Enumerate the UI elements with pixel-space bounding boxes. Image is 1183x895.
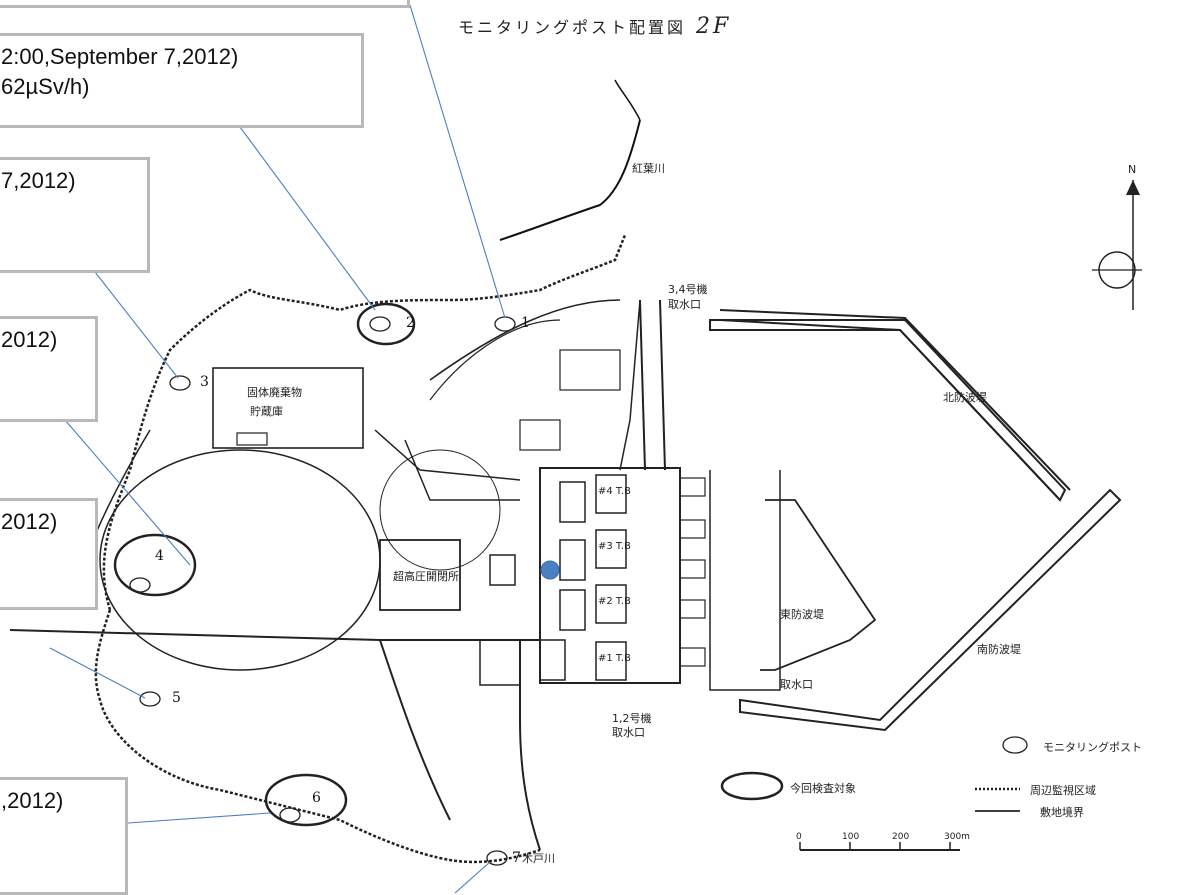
south-breakwater-shape <box>739 488 1122 732</box>
label-intake-34: 3,4号機 <box>668 283 708 296</box>
legend-boundary-label: 敷地境界 <box>1040 806 1084 819</box>
post-number-3: 3 <box>200 374 209 390</box>
main-road <box>639 299 1071 501</box>
scale-tick-300: 300m <box>944 832 970 842</box>
label-switchyard: 超高圧開閉所 <box>393 570 459 583</box>
north-arrow <box>1092 180 1142 310</box>
callout-5-line-1: ,2012) <box>1 788 64 813</box>
map-title: モニタリングポスト配置図 2F <box>458 14 731 39</box>
label-waste-storage: 固体廃棄物 <box>247 386 302 399</box>
callout-3-line-1: 2012) <box>1 327 58 352</box>
legend-protected-area-label: 周辺監視区域 <box>1030 784 1096 797</box>
scale-tick-100: 100 <box>842 832 860 842</box>
callout-2-line-1: 7,2012) <box>1 168 76 193</box>
callout-1-line-1: 2:00,September 7,2012) <box>1 44 239 69</box>
callout-top-strip <box>0 0 410 8</box>
site-coastline <box>94 234 627 864</box>
leader-lines <box>49 4 506 893</box>
scale-tick-0: 0 <box>796 832 802 842</box>
callout-box-4: 2012) <box>0 498 98 610</box>
legend-post-label: モニタリングポスト <box>1043 741 1142 754</box>
post-number-1: 1 <box>521 315 530 331</box>
callout-box-1: 2:00,September 7,2012) 62µSv/h) <box>0 33 364 128</box>
label-south-breakwater: 南防波堤 <box>977 643 1021 656</box>
legend-target-label: 今回検査対象 <box>790 782 856 795</box>
target-circle-2 <box>356 302 416 346</box>
label-water-intake: 取水口 <box>780 678 813 691</box>
label-intake-12: 1,2号機 <box>612 712 652 725</box>
callout-box-2: 7,2012) <box>0 157 150 273</box>
callout-4-line-1: 2012) <box>1 509 58 534</box>
scale-tick-200: 200 <box>892 832 910 842</box>
label-east-breakwater: 東防波堤 <box>780 608 824 621</box>
switchyard-building <box>379 539 461 611</box>
post-number-7: 7 <box>512 850 521 866</box>
callout-box-3: 2012) <box>0 316 98 422</box>
label-river-north: 紅葉川 <box>632 162 665 175</box>
monitoring-post-markers <box>129 316 516 866</box>
map-floor-label: 2F <box>696 14 732 39</box>
reactor-block <box>539 467 681 684</box>
legend-symbols <box>720 736 1028 812</box>
callout-1-line-2: 62µSv/h) <box>1 74 90 99</box>
north-label: N <box>1128 163 1137 176</box>
waste-storage-building <box>212 367 364 449</box>
label-intake-34-b: 取水口 <box>668 298 701 311</box>
target-circle-6 <box>264 773 348 827</box>
east-breakwater-shape <box>760 499 877 671</box>
label-tb2: #2 T.B <box>598 596 631 607</box>
river-north <box>499 119 641 241</box>
label-waste-storage-b: 貯蔵庫 <box>250 405 283 418</box>
post-number-4: 4 <box>155 548 164 564</box>
callout-box-5: ,2012) <box>0 777 128 895</box>
label-north-breakwater: 北防波堤 <box>943 391 987 404</box>
post-number-6: 6 <box>312 790 321 806</box>
post-number-5: 5 <box>172 690 181 706</box>
post-number-2: 2 <box>406 315 415 331</box>
location-marker <box>540 560 560 580</box>
label-tb1: #1 T.B <box>598 653 631 664</box>
north-breakwater-shape <box>709 319 1067 502</box>
target-circle-4 <box>113 533 197 597</box>
label-tb4: #4 T.B <box>598 486 631 497</box>
label-tb3: #3 T.B <box>598 541 631 552</box>
label-river-south: 木戸川 <box>522 852 555 865</box>
map-title-text: モニタリングポスト配置図 <box>458 18 687 37</box>
label-intake-12-b: 取水口 <box>612 726 645 739</box>
scale-bar <box>799 842 960 851</box>
